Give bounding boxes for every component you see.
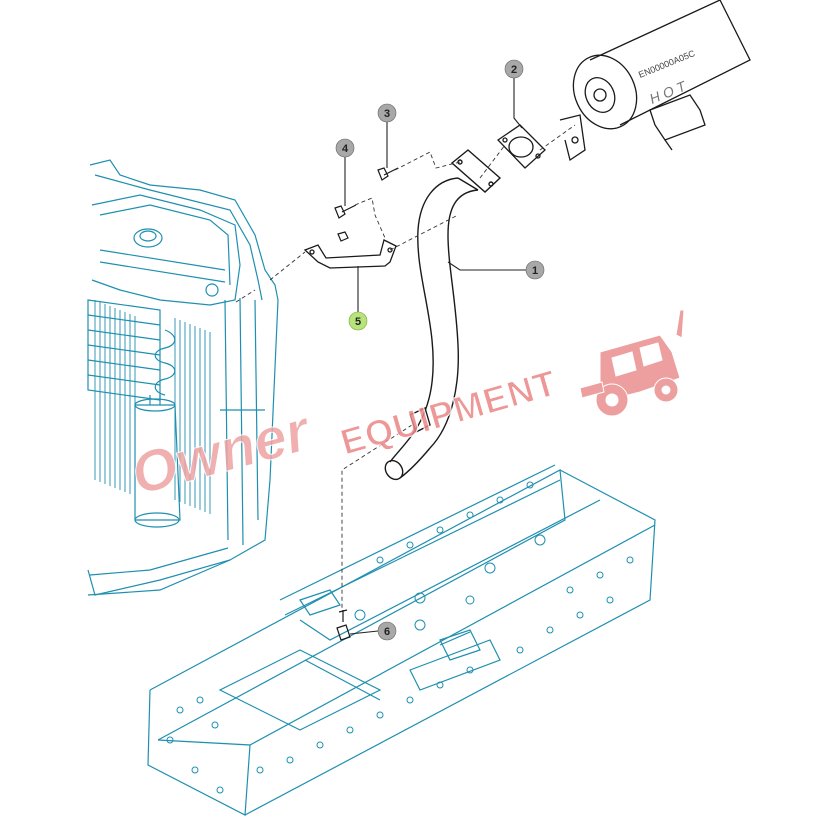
callout-5-label: 5	[355, 316, 361, 328]
callout-5-bubble	[348, 311, 368, 331]
watermark-brand-text: EQUIPMENT	[336, 362, 562, 463]
callout-1: 1	[525, 260, 545, 280]
callout-6-label: 6	[384, 626, 390, 638]
chassis-frame	[147, 464, 656, 816]
owner-equipment-watermark: Owner EQUIPMENT	[124, 309, 685, 508]
callout-6: 6	[377, 621, 397, 641]
callout-1-bubble	[525, 260, 545, 280]
radiator-assembly	[87, 159, 279, 596]
callout-3: 3	[377, 103, 397, 123]
muffler	[559, 0, 751, 162]
callout-4: 4	[335, 138, 355, 158]
bolt-6	[336, 609, 351, 641]
gasket	[496, 124, 546, 169]
muffler-part-number: EN00000A05C	[637, 48, 697, 80]
bracket	[303, 239, 397, 269]
callout-3-label: 3	[384, 108, 390, 120]
callout-5: 5	[348, 311, 368, 331]
radiator-core-fins	[94, 300, 211, 514]
callout-2: 2	[504, 59, 524, 79]
leader-lines	[344, 78, 528, 635]
exhaust-pipe	[384, 149, 502, 481]
callout-2-bubble	[504, 59, 524, 79]
bolt-small	[337, 231, 349, 242]
chassis-holes	[166, 481, 634, 794]
bolt-4	[334, 204, 357, 219]
callout-2-label: 2	[511, 64, 517, 76]
callout-1-label: 1	[532, 265, 538, 277]
tractor-icon	[579, 309, 685, 417]
callout-3-bubble	[377, 103, 397, 123]
callout-4-bubble	[335, 138, 355, 158]
assembly-dash-lines	[235, 124, 576, 612]
callout-6-bubble	[377, 621, 397, 641]
watermark-script-text: Owner	[125, 397, 319, 507]
callout-4-label: 4	[342, 143, 349, 155]
